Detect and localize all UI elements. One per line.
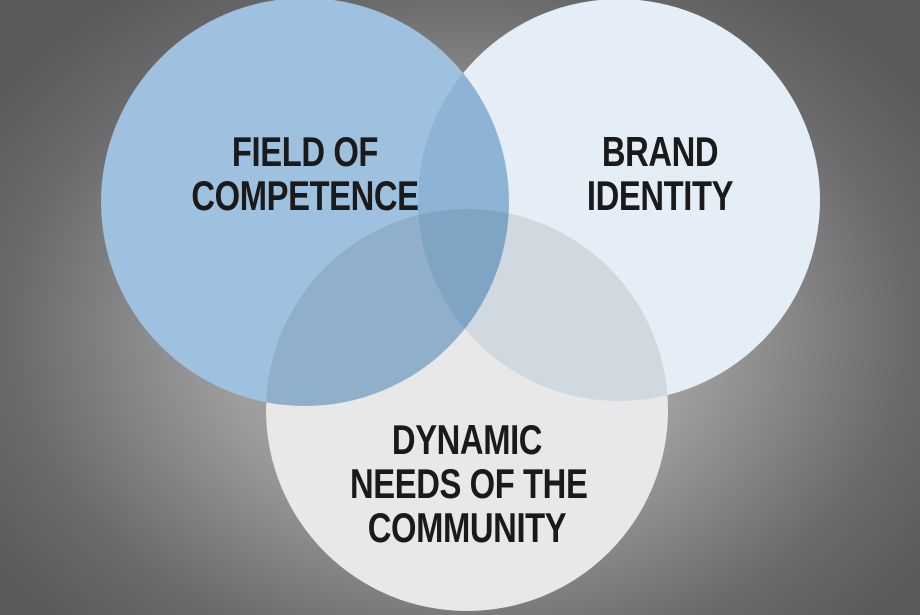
- label-brand-identity: BRAND IDENTITY: [559, 130, 762, 218]
- label-line: COMMUNITY: [367, 504, 567, 551]
- label-line: BRAND: [601, 128, 719, 175]
- label-dynamic-needs: DYNAMIC NEEDS OF THE COMMUNITY: [350, 416, 588, 551]
- label-line: IDENTITY: [586, 172, 734, 219]
- circle-dynamic-needs: [266, 209, 668, 611]
- label-line: COMPETENCE: [191, 172, 419, 219]
- label-line: NEEDS OF THE: [350, 460, 588, 507]
- label-field-of-competence: FIELD OF COMPETENCE: [169, 130, 442, 218]
- label-line: FIELD OF: [231, 128, 379, 175]
- label-line: DYNAMIC: [391, 416, 543, 463]
